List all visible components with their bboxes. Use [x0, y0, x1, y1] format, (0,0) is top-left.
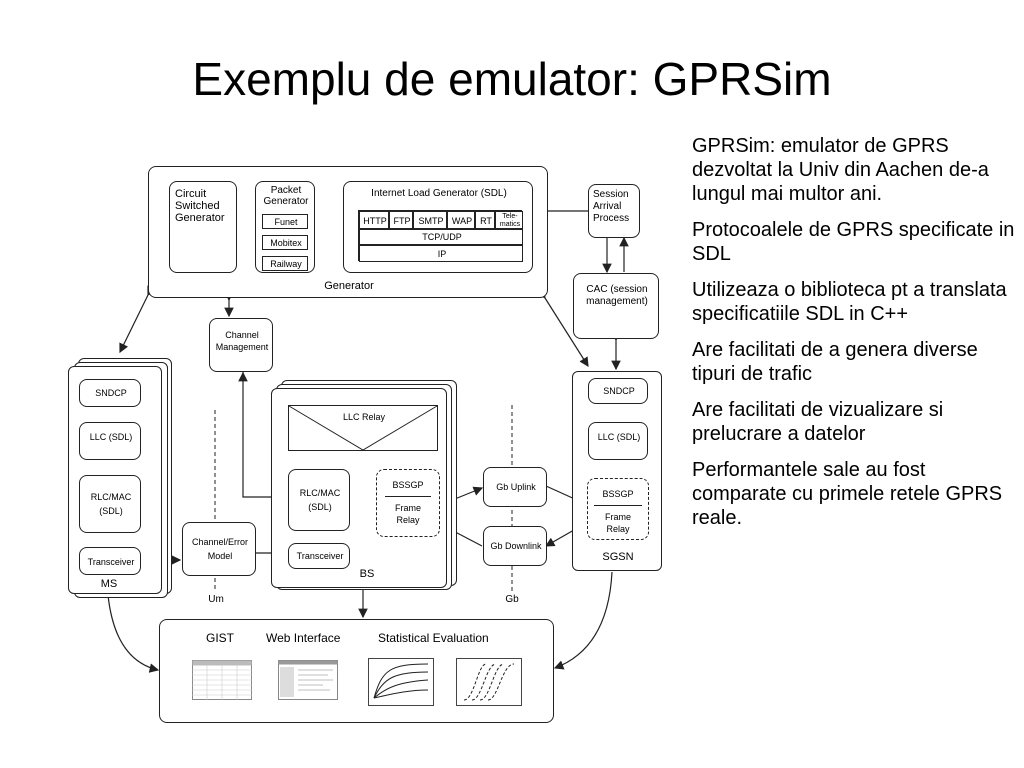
sgsn-box: SNDCP LLC (SDL) BSSGP Frame Relay SGSN [572, 371, 662, 571]
ms-llc: LLC (SDL) [79, 422, 141, 460]
sgsn-bssgp: BSSGP Frame Relay [587, 478, 649, 540]
web-interface-thumbnail [278, 660, 338, 700]
protocol-rt: RT [475, 211, 495, 229]
protocol-wap: WAP [447, 211, 475, 229]
bullet-item: Performantele sale au fost comparate cu … [692, 459, 1003, 529]
bullet-item: GPRSim: emulator de GPRS dezvoltat la Un… [692, 135, 989, 205]
generator-label: Generator [324, 280, 374, 292]
generator-box: Circuit Switched Generator Packet Genera… [148, 166, 548, 298]
session-arrival-process: Session Arrival Process [588, 184, 640, 238]
channel-management: Channel Management [209, 318, 273, 372]
ms-rlc-mac: RLC/MAC (SDL) [79, 475, 141, 533]
tcp-udp-layer: TCP/UDP [359, 229, 523, 245]
web-interface-label: Web Interface [266, 631, 341, 645]
bs-label: BS [359, 568, 375, 580]
bullet-item: Utilizeaza o biblioteca pt a translata s… [692, 279, 1007, 325]
ms-box: SNDCP LLC (SDL) RLC/MAC (SDL) Transceive… [68, 366, 162, 594]
protocol-stack: HTTP FTP SMTP WAP RT Tele-matics TCP/UDP… [358, 210, 523, 262]
internet-load-generator: Internet Load Generator (SDL) HTTP FTP S… [343, 181, 533, 273]
evaluation-box: GIST Web Interface Statistical Evaluatio… [159, 619, 554, 723]
sgsn-label: SGSN [602, 551, 634, 563]
bs-llc-relay: LLC Relay [288, 405, 438, 451]
gb-downlink: Gb Downlink [483, 526, 547, 566]
protocol-http: HTTP [359, 211, 389, 229]
llc-relay-shape [288, 405, 438, 451]
ms-label: MS [100, 578, 118, 590]
bullet-item: Are facilitati de a genera diverse tipur… [692, 339, 978, 385]
protocol-ftp: FTP [389, 211, 413, 229]
gist-label: GIST [206, 631, 235, 645]
bs-bssgp: BSSGP Frame Relay [376, 469, 440, 537]
statistical-plot-thumbnail-2 [456, 658, 522, 706]
packet-generator: Packet Generator Funet Mobitex Railway [255, 181, 315, 273]
gb-uplink: Gb Uplink [483, 467, 547, 507]
bullet-item: Are facilitati de vizualizare si prelucr… [692, 399, 944, 445]
gist-thumbnail [192, 660, 252, 700]
bullet-item: Protocoalele de GPRS specificate in SDL [692, 219, 1015, 265]
ms-sndcp: SNDCP [79, 379, 141, 407]
slide-title: Exemplu de emulator: GPRSim [192, 53, 832, 105]
bs-rlc-mac: RLC/MAC (SDL) [288, 469, 350, 531]
statistical-evaluation-label: Statistical Evaluation [378, 631, 489, 645]
ip-layer: IP [359, 245, 523, 262]
bs-transceiver: Transceiver [288, 543, 350, 569]
protocol-smtp: SMTP [413, 211, 447, 229]
packet-item-mobitex: Mobitex [262, 235, 308, 250]
cac-box: CAC (session management) [573, 273, 659, 339]
packet-item-railway: Railway [262, 256, 308, 271]
circuit-switched-generator: Circuit Switched Generator [169, 181, 237, 273]
protocol-telematics: Tele-matics [495, 211, 523, 229]
sgsn-sndcp: SNDCP [588, 378, 648, 404]
gb-label: Gb [505, 594, 519, 605]
sgsn-llc: LLC (SDL) [588, 422, 648, 460]
bullet-list: GPRSim: emulator de GPRS dezvoltat la Un… [692, 134, 1017, 542]
bs-box: LLC Relay RLC/MAC (SDL) BSSGP Frame Rela… [271, 388, 447, 588]
um-label: Um [208, 594, 224, 605]
packet-item-funet: Funet [262, 214, 308, 229]
statistical-plot-thumbnail-1 [368, 658, 434, 706]
channel-error-model: Channel/Error Model [182, 522, 256, 576]
ms-transceiver: Transceiver [79, 547, 141, 575]
